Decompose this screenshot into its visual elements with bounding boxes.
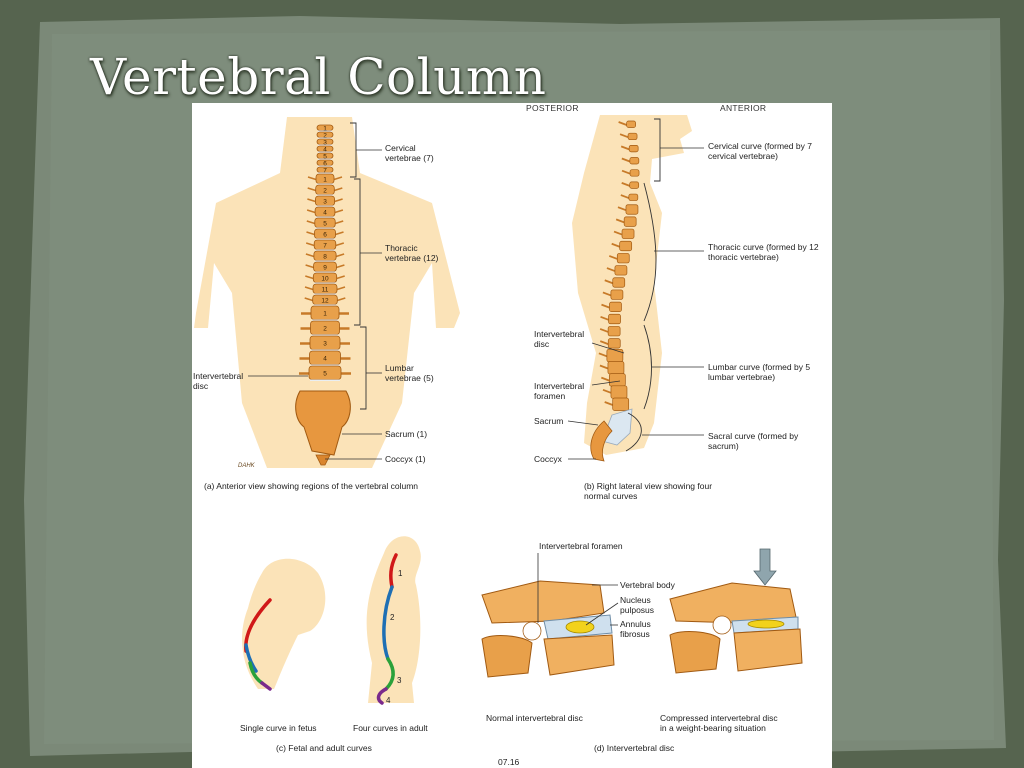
svg-text:10: 10 (321, 276, 329, 283)
label-coccyx: Coccyx (1) (385, 454, 426, 464)
label-intervertebral-disc: Intervertebral disc (193, 371, 244, 391)
label-lumbar-curve: Lumbar curve (formed by 5 lumbar vertebr… (708, 362, 811, 382)
svg-text:7: 7 (323, 243, 327, 250)
svg-text:8: 8 (323, 254, 327, 261)
svg-text:3: 3 (323, 140, 327, 147)
slide-title: Vertebral Column (90, 48, 547, 106)
lateral-view-illustration (567, 115, 704, 462)
svg-text:7: 7 (323, 168, 327, 175)
fetal-adult-curves-illustration: 1 2 3 4 (242, 536, 421, 705)
weight-arrow-icon (753, 548, 777, 586)
body-profile-silhouette (572, 115, 692, 455)
label-thoracic-curve: Thoracic curve (formed by 12 thoracic ve… (708, 242, 819, 262)
svg-text:1: 1 (323, 311, 327, 318)
sacrum-shape (295, 390, 351, 456)
caption-panel-a: (a) Anterior view showing regions of the… (204, 481, 419, 491)
caption-panel-b: (b) Right lateral view showing four norm… (584, 481, 713, 501)
fetus-silhouette (242, 558, 326, 689)
svg-text:11: 11 (322, 287, 329, 294)
label-compressed-disc: Compressed intervertebral disc in a weig… (660, 713, 778, 733)
label-sacral-curve: Sacral curve (formed by sacrum) (708, 431, 799, 451)
curve-number: 2 (390, 613, 395, 622)
label-thoracic-vertebrae: Thoracic vertebrae (12) (385, 243, 439, 263)
svg-text:2: 2 (323, 188, 327, 195)
curve-number: 1 (398, 569, 403, 578)
label-cervical-vertebrae: Cervical vertebrae (7) (385, 143, 434, 163)
svg-text:5: 5 (323, 154, 327, 161)
label-lumbar-vertebrae: Lumbar vertebrae (5) (385, 363, 434, 383)
svg-text:5: 5 (323, 371, 327, 378)
lower-vertebral-body (543, 634, 615, 676)
svg-text:1: 1 (323, 126, 327, 133)
posterior-header: POSTERIOR (526, 103, 579, 113)
adult-silhouette (366, 536, 421, 703)
coccyx-shape (315, 454, 331, 466)
label-vertebral-body: Vertebral body (620, 580, 675, 590)
curve-number: 4 (386, 696, 391, 705)
intervertebral-disc-illustration (481, 548, 803, 678)
label-lateral-intervertebral-disc: Intervertebral disc (534, 329, 585, 349)
illustrator-signature: DAHK (238, 463, 255, 469)
label-cervical-curve: Cervical curve (formed by 7 cervical ver… (708, 141, 812, 161)
svg-text:2: 2 (323, 326, 327, 333)
svg-text:9: 9 (323, 265, 327, 272)
label-lateral-sacrum: Sacrum (534, 416, 564, 426)
svg-text:5: 5 (323, 221, 327, 228)
label-normal-disc: Normal intervertebral disc (486, 713, 583, 723)
label-intervertebral-foramen: Intervertebral foramen (534, 381, 585, 401)
svg-text:6: 6 (323, 232, 327, 239)
svg-text:2: 2 (323, 133, 327, 140)
svg-text:4: 4 (323, 147, 327, 154)
label-sacrum: Sacrum (1) (385, 429, 428, 439)
svg-text:1: 1 (323, 177, 327, 184)
figure-number: 07.16 (498, 757, 520, 767)
svg-text:4: 4 (323, 356, 327, 363)
svg-text:6: 6 (323, 161, 327, 168)
curve-number: 3 (397, 676, 402, 685)
svg-text:4: 4 (323, 210, 327, 217)
caption-panel-d: (d) Intervertebral disc (594, 743, 675, 753)
label-lateral-coccyx: Coccyx (534, 454, 562, 464)
anterior-header: ANTERIOR (720, 103, 767, 113)
sacrum-lateral (590, 420, 613, 462)
label-d-intervertebral-foramen: Intervertebral foramen (539, 541, 623, 551)
label-single-curve-fetus: Single curve in fetus (240, 723, 317, 733)
svg-text:12: 12 (321, 298, 329, 305)
spine-vertebrae-lateral (598, 120, 640, 411)
svg-text:3: 3 (323, 341, 327, 348)
label-four-curves-adult: Four curves in adult (353, 723, 428, 733)
label-annulus-fibrosus: Annulus fibrosus (620, 619, 651, 639)
caption-panel-c: (c) Fetal and adult curves (276, 743, 372, 753)
svg-text:3: 3 (323, 199, 327, 206)
label-nucleus-pulposus: Nucleus pulposus (620, 595, 655, 615)
upper-vertebral-body (481, 580, 605, 624)
